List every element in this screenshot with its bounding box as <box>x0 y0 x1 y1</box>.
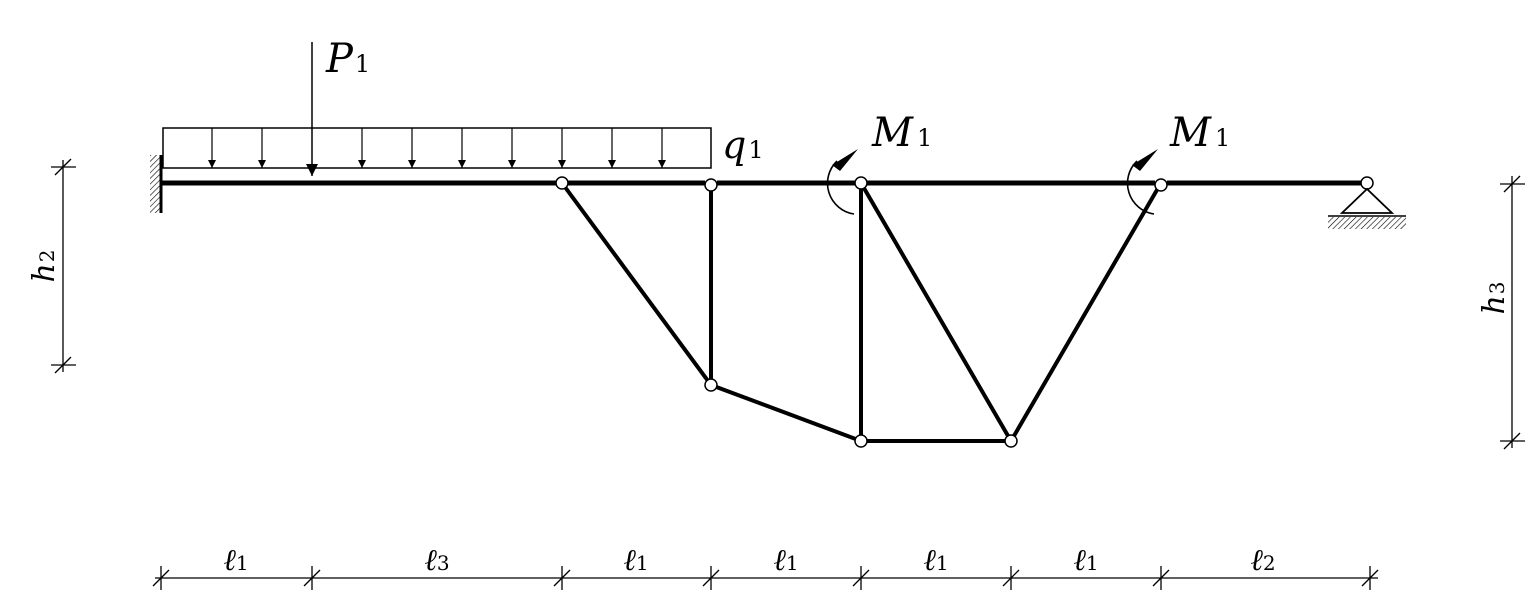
label-m1-left-main: M <box>871 110 914 156</box>
label-q1-sub: 1 <box>748 136 763 164</box>
span-label-4: ℓ1 <box>773 543 798 578</box>
span-label-1-main: ℓ <box>223 543 236 578</box>
label-m1-left-sub: 1 <box>917 124 932 152</box>
span-label-6-main: ℓ <box>1073 543 1086 578</box>
truss-members <box>560 181 1163 443</box>
label-h2-main: h <box>27 263 62 282</box>
span-label-7-main: ℓ <box>1250 543 1263 578</box>
label-m1-right-sub: 1 <box>1215 124 1230 152</box>
span-label-6: ℓ1 <box>1073 543 1098 578</box>
span-label-3-sub: 1 <box>636 551 649 575</box>
span-label-2-sub: 3 <box>437 551 450 575</box>
label-h3-main: h <box>1477 295 1512 314</box>
span-label-7-sub: 2 <box>1263 551 1276 575</box>
span-label-7: ℓ2 <box>1250 543 1275 578</box>
span-label-5-sub: 1 <box>936 551 949 575</box>
pin-support <box>1328 176 1406 229</box>
span-label-4-main: ℓ <box>773 543 786 578</box>
span-label-5: ℓ1 <box>923 543 948 578</box>
label-p1: P1 <box>325 36 370 82</box>
dimension-spans <box>152 566 1379 590</box>
label-h3: h3 <box>1477 281 1512 314</box>
span-label-4-sub: 1 <box>786 551 799 575</box>
span-label-2-main: ℓ <box>424 543 437 578</box>
label-q1: q1 <box>722 123 764 167</box>
moment-m1-left <box>826 149 858 215</box>
span-label-3: ℓ1 <box>623 543 648 578</box>
fixed-support <box>150 155 163 213</box>
moment-m1-right <box>1126 149 1158 215</box>
label-h2: h2 <box>27 249 62 282</box>
label-h2-sub: 2 <box>35 249 59 262</box>
label-p1-sub: 1 <box>355 50 370 78</box>
label-m1-right-main: M <box>1169 110 1212 156</box>
dimension-h2 <box>51 158 76 374</box>
dimension-h3 <box>1500 175 1525 450</box>
span-label-2: ℓ3 <box>424 543 449 578</box>
label-p1-main: P <box>325 36 354 82</box>
span-label-6-sub: 1 <box>1086 551 1099 575</box>
distributed-load-q1 <box>162 127 712 169</box>
label-q1-main: q <box>722 123 746 167</box>
span-label-3-main: ℓ <box>623 543 636 578</box>
span-label-1-sub: 1 <box>236 551 249 575</box>
label-h3-sub: 3 <box>1485 281 1509 294</box>
span-label-1: ℓ1 <box>223 543 248 578</box>
span-label-5-main: ℓ <box>923 543 936 578</box>
hinges <box>555 176 1168 448</box>
